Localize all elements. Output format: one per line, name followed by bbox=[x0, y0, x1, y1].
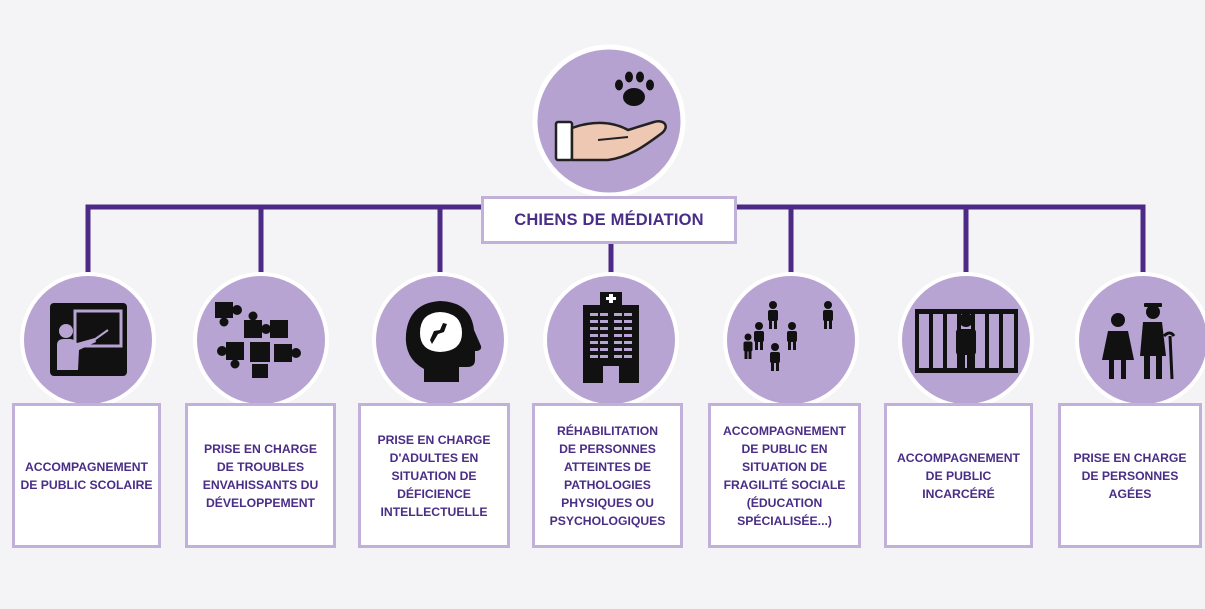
node-box-troubles-envahissants: PRISE EN CHARGE DE TROUBLES ENVAHISSANTS… bbox=[185, 403, 336, 548]
node-circle-public-scolaire bbox=[20, 272, 156, 408]
node-circle-personnes-agees bbox=[1075, 272, 1205, 408]
puzzle-icon bbox=[215, 302, 301, 378]
node-label-troubles-envahissants: PRISE EN CHARGE DE TROUBLES ENVAHISSANTS… bbox=[202, 441, 319, 510]
node-box-fragilite-sociale: ACCOMPAGNEMENT DE PUBLIC EN SITUATION DE… bbox=[708, 403, 861, 548]
teacher-board-icon bbox=[50, 303, 127, 376]
prisoner-bars-icon bbox=[915, 309, 1018, 373]
root-label: CHIENS DE MÉDIATION bbox=[514, 210, 704, 229]
node-box-personnes-agees: PRISE EN CHARGE DE PERSONNES AGÉES bbox=[1058, 403, 1202, 548]
node-label-public-scolaire: ACCOMPAGNEMENT DE PUBLIC SCOLAIRE bbox=[20, 459, 153, 492]
node-circle-rehabilitation bbox=[543, 272, 679, 408]
node-circle-public-incarcere bbox=[898, 272, 1034, 408]
node-circle-deficience-intellectuelle bbox=[372, 272, 508, 408]
hand-paw-icon bbox=[554, 71, 667, 162]
node-label-fragilite-sociale: ACCOMPAGNEMENT DE PUBLIC EN SITUATION DE… bbox=[723, 423, 846, 528]
node-box-public-scolaire: ACCOMPAGNEMENT DE PUBLIC SCOLAIRE bbox=[12, 403, 161, 548]
node-box-rehabilitation: RÉHABILITATION DE PERSONNES ATTEINTES DE… bbox=[532, 403, 683, 548]
root-label-box: CHIENS DE MÉDIATION bbox=[481, 196, 737, 244]
hospital-icon bbox=[583, 292, 639, 383]
node-circle-fragilite-sociale bbox=[723, 272, 859, 408]
node-box-deficience-intellectuelle: PRISE EN CHARGE D'ADULTES EN SITUATION D… bbox=[358, 403, 510, 548]
head-brain-icon bbox=[405, 301, 482, 382]
node-label-deficience-intellectuelle: PRISE EN CHARGE D'ADULTES EN SITUATION D… bbox=[377, 432, 491, 519]
root-node-circle bbox=[532, 44, 686, 198]
elderly-couple-icon bbox=[1102, 303, 1176, 380]
node-box-public-incarcere: ACCOMPAGNEMENT DE PUBLIC INCARCÉRÉ bbox=[884, 403, 1033, 548]
node-circle-troubles-envahissants bbox=[193, 272, 329, 408]
node-label-rehabilitation: RÉHABILITATION DE PERSONNES ATTEINTES DE… bbox=[549, 423, 666, 528]
node-label-public-incarcere: ACCOMPAGNEMENT DE PUBLIC INCARCÉRÉ bbox=[897, 450, 1020, 501]
node-label-personnes-agees: PRISE EN CHARGE DE PERSONNES AGÉES bbox=[1073, 450, 1187, 501]
people-group-icon bbox=[743, 301, 833, 371]
connector-lines bbox=[85, 204, 1146, 279]
